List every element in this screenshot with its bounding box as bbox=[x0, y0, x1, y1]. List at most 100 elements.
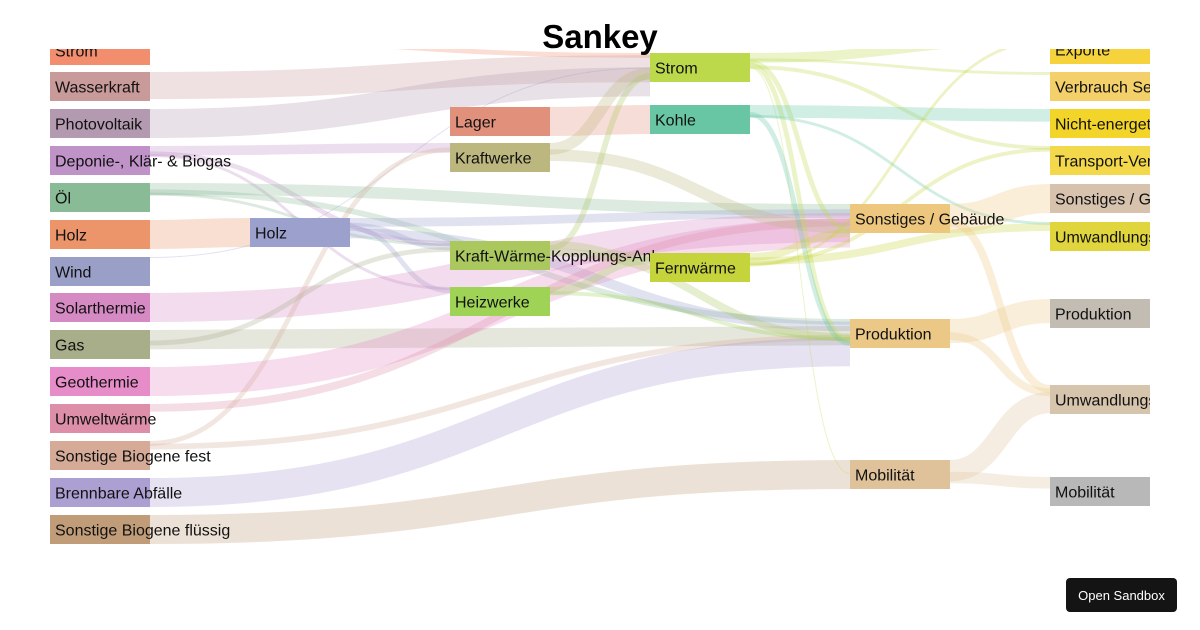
sankey-link-strom_src-to-strom_mid[interactable] bbox=[150, 38, 651, 58]
sankey-node-rect[interactable] bbox=[850, 319, 950, 348]
sankey-node-rect[interactable] bbox=[1050, 477, 1150, 506]
sankey-link-photovoltaik-to-strom_mid[interactable] bbox=[149, 67, 651, 138]
sankey-node-mobilitaet_mid[interactable]: Mobilität bbox=[850, 460, 950, 489]
sankey-node-strom_mid[interactable]: Strom bbox=[650, 53, 750, 82]
sankey-link-mobilitaet_mid-to-mobilitaet_out[interactable] bbox=[949, 471, 1051, 489]
sankey-link-holz_mid-to-sonstiges_geb[interactable] bbox=[349, 209, 851, 227]
sankey-node-sonstiges_out[interactable]: Sonstiges / Gebäude bbox=[1050, 184, 1200, 213]
sankey-link-holz_mid-to-heizwerke[interactable] bbox=[349, 225, 451, 294]
sankey-node-rect[interactable] bbox=[50, 109, 150, 138]
sankey-node-rect[interactable] bbox=[50, 257, 150, 286]
sankey-link-oel-to-sonstiges_geb[interactable] bbox=[149, 183, 851, 216]
sankey-node-wind[interactable]: Wind bbox=[50, 257, 150, 286]
sankey-node-rect[interactable] bbox=[50, 220, 150, 249]
sankey-node-umweltwaerme[interactable]: Umweltwärme bbox=[50, 404, 156, 433]
sankey-node-deponie[interactable]: Deponie-, Klär- & Biogas bbox=[50, 146, 231, 175]
sankey-node-transport[interactable]: Transport-Verluste bbox=[1050, 146, 1186, 175]
sankey-node-oel[interactable]: Öl bbox=[50, 183, 150, 212]
sankey-link-kraftwerke-to-sonstiges_geb[interactable] bbox=[549, 149, 851, 234]
sankey-node-sonst_bio_fl[interactable]: Sonstige Biogene flüssig bbox=[50, 515, 230, 544]
sankey-node-rect[interactable] bbox=[1050, 385, 1150, 414]
sankey-link-strom_mid-to-exporte[interactable] bbox=[749, 40, 1050, 63]
sankey-link-sonst_bio_fl-to-mobilitaet_mid[interactable] bbox=[149, 460, 851, 544]
sankey-link-holz_mid-to-kwk[interactable] bbox=[349, 222, 451, 251]
sankey-node-kwk[interactable]: Kraft-Wärme-Kopplungs-Anlagen bbox=[450, 241, 691, 270]
sankey-node-mobilitaet_out[interactable]: Mobilität bbox=[1050, 477, 1150, 506]
sankey-link-abfaelle-to-produktion_mid[interactable] bbox=[149, 337, 851, 507]
sankey-link-fernwaerme-to-umwandlung1[interactable] bbox=[749, 223, 1051, 265]
sankey-node-lager[interactable]: Lager bbox=[450, 107, 550, 136]
sankey-node-rect[interactable] bbox=[1050, 299, 1150, 328]
sankey-node-rect[interactable] bbox=[250, 218, 350, 247]
sankey-node-produktion_mid[interactable]: Produktion bbox=[850, 319, 950, 348]
sankey-link-sonst_bio_fest-to-kraftwerke[interactable] bbox=[149, 147, 451, 446]
sankey-node-rect[interactable] bbox=[450, 241, 550, 270]
sankey-node-rect[interactable] bbox=[50, 183, 150, 212]
sankey-link-gas-to-kwk[interactable] bbox=[149, 247, 451, 346]
sankey-node-sonst_bio_fest[interactable]: Sonstige Biogene fest bbox=[50, 441, 211, 470]
sankey-node-rect[interactable] bbox=[1050, 109, 1150, 138]
sankey-node-nicht_energ[interactable]: Nicht-energetischer Verbrauch bbox=[1050, 109, 1200, 138]
sankey-link-strom_mid-to-produktion_mid[interactable] bbox=[749, 62, 851, 344]
sankey-node-strom_src[interactable]: Strom bbox=[50, 36, 150, 65]
sankey-node-rect[interactable] bbox=[50, 146, 150, 175]
sankey-node-rect[interactable] bbox=[50, 330, 150, 359]
sankey-link-lager-to-kohle[interactable] bbox=[549, 105, 651, 136]
sankey-node-fernwaerme[interactable]: Fernwärme bbox=[650, 253, 750, 282]
sankey-link-fernwaerme-to-exporte[interactable] bbox=[749, 41, 1050, 267]
sankey-link-holz_src-to-holz_mid[interactable] bbox=[149, 218, 251, 249]
sankey-link-heizwerke-to-fernwaerme[interactable] bbox=[549, 256, 651, 295]
sankey-link-sonstiges_geb-to-umwandlung2[interactable] bbox=[949, 218, 1051, 393]
sankey-node-produktion_out[interactable]: Produktion bbox=[1050, 299, 1150, 328]
sankey-link-kwk-to-strom_mid[interactable] bbox=[549, 73, 651, 252]
sankey-link-mobilitaet_mid-to-umwandlung2[interactable] bbox=[949, 391, 1051, 482]
sankey-node-rect[interactable] bbox=[1050, 72, 1150, 101]
sankey-link-sonstiges_geb-to-sonstiges_out[interactable] bbox=[949, 184, 1051, 233]
sankey-node-wasserkraft[interactable]: Wasserkraft bbox=[50, 72, 150, 101]
open-sandbox-button[interactable]: Open Sandbox bbox=[1066, 578, 1177, 612]
sankey-link-fernwaerme-to-sonstiges_geb[interactable] bbox=[749, 229, 851, 261]
sankey-link-kohle-to-umwandlung1[interactable] bbox=[749, 114, 1051, 225]
sankey-node-rect[interactable] bbox=[1050, 146, 1150, 175]
sankey-link-produktion_mid-to-umwandlung2[interactable] bbox=[949, 332, 1051, 397]
sankey-node-kraftwerke[interactable]: Kraftwerke bbox=[450, 143, 550, 172]
sankey-link-deponie-to-kraftwerke[interactable] bbox=[149, 142, 451, 156]
sankey-node-rect[interactable] bbox=[450, 287, 550, 316]
sankey-node-rect[interactable] bbox=[850, 204, 950, 233]
sankey-node-gas[interactable]: Gas bbox=[50, 330, 150, 359]
sankey-node-rect[interactable] bbox=[450, 143, 550, 172]
sankey-node-exporte[interactable]: Exporte bbox=[1050, 35, 1150, 64]
sankey-node-verbrauch_se[interactable]: Verbrauch Sektor Energie bbox=[1050, 72, 1200, 101]
sankey-node-rect[interactable] bbox=[50, 478, 150, 507]
sankey-node-rect[interactable] bbox=[1050, 184, 1150, 213]
sankey-node-rect[interactable] bbox=[650, 105, 750, 134]
sankey-node-solarthermie[interactable]: Solarthermie bbox=[50, 293, 150, 322]
sankey-node-rect[interactable] bbox=[50, 36, 150, 65]
sankey-link-deponie-to-kwk[interactable] bbox=[149, 151, 451, 246]
sankey-link-strom_mid-to-transport[interactable] bbox=[749, 65, 1051, 150]
sankey-node-abfaelle[interactable]: Brennbare Abfälle bbox=[50, 478, 182, 507]
sankey-node-umwandlung1[interactable]: Umwandlungsverluste bbox=[1050, 222, 1200, 251]
sankey-node-heizwerke[interactable]: Heizwerke bbox=[450, 287, 550, 316]
sankey-node-kohle[interactable]: Kohle bbox=[650, 105, 750, 134]
sankey-link-wasserkraft-to-strom_mid[interactable] bbox=[149, 55, 651, 100]
sankey-link-kohle-to-nicht_energ[interactable] bbox=[749, 104, 1051, 122]
sankey-node-photovoltaik[interactable]: Photovoltaik bbox=[50, 109, 150, 138]
sankey-node-umwandlung2[interactable]: Umwandlungsverluste bbox=[1050, 385, 1200, 414]
sankey-node-rect[interactable] bbox=[50, 367, 150, 396]
sankey-link-kwk-to-fernwaerme[interactable] bbox=[549, 241, 651, 261]
sankey-node-holz_src[interactable]: Holz bbox=[50, 220, 150, 249]
sankey-node-geothermie[interactable]: Geothermie bbox=[50, 367, 150, 396]
sankey-node-rect[interactable] bbox=[50, 72, 150, 101]
sankey-node-rect[interactable] bbox=[1050, 35, 1150, 64]
sankey-node-rect[interactable] bbox=[1050, 222, 1150, 251]
sankey-node-rect[interactable] bbox=[650, 53, 750, 82]
sankey-link-heizwerke-to-produktion_mid[interactable] bbox=[549, 291, 851, 341]
sankey-node-rect[interactable] bbox=[650, 253, 750, 282]
sankey-node-rect[interactable] bbox=[450, 107, 550, 136]
sankey-link-sonst_bio_fest-to-produktion_mid[interactable] bbox=[149, 334, 851, 450]
sankey-link-holz_mid-to-produktion_mid[interactable] bbox=[349, 228, 851, 332]
sankey-node-rect[interactable] bbox=[50, 404, 150, 433]
sankey-link-strom_mid-to-mobilitaet_mid[interactable] bbox=[749, 67, 851, 475]
sankey-node-rect[interactable] bbox=[50, 441, 150, 470]
